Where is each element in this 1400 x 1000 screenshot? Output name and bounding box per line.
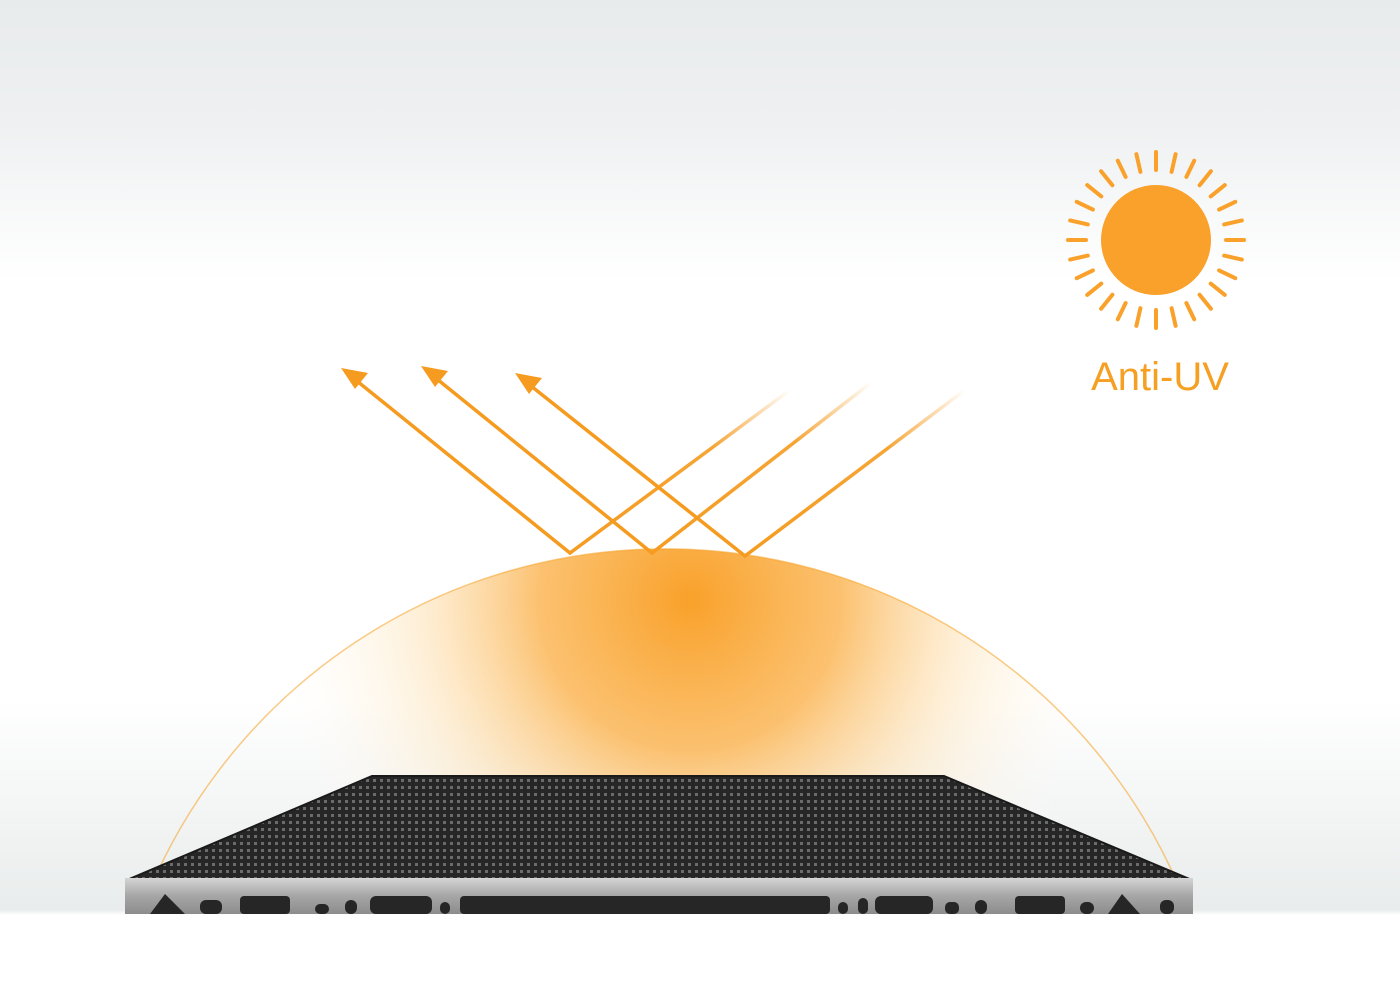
sun-ray — [1115, 301, 1128, 322]
sun-ray — [1068, 218, 1090, 227]
sun-ray — [1085, 281, 1104, 297]
sun-ray — [1184, 158, 1197, 179]
led-panel — [125, 775, 1193, 914]
sun-ray — [1085, 183, 1104, 199]
feature-label: Anti-UV — [1091, 355, 1229, 399]
sun-ray — [1134, 152, 1143, 174]
sun-ray — [1217, 199, 1238, 212]
sun-ray — [1197, 169, 1213, 188]
sun-ray — [1208, 183, 1227, 199]
sun-ray — [1208, 281, 1227, 297]
sun-ray — [1099, 169, 1115, 188]
sun-ray — [1217, 268, 1238, 281]
sun-ray — [1099, 292, 1115, 311]
sun-ray — [1222, 218, 1244, 227]
sun-ray — [1074, 268, 1095, 281]
sun-ray — [1222, 253, 1244, 262]
sun-ray — [1169, 306, 1178, 328]
sun-ray — [1169, 152, 1178, 174]
led-panel-face — [127, 776, 1192, 880]
sun-icon — [1066, 150, 1246, 330]
sun-ray — [1184, 301, 1197, 322]
sun-ray — [1134, 306, 1143, 328]
reflected-ray-arrow-icon — [341, 368, 572, 555]
reflected-ray-arrow-icon — [515, 373, 747, 558]
sun-ray — [1197, 292, 1213, 311]
sun-ray — [1115, 158, 1128, 179]
frame-cutouts — [150, 894, 1174, 914]
sun-ray — [1068, 253, 1090, 262]
sun-ray — [1074, 199, 1095, 212]
reflected-rays — [341, 366, 747, 558]
incoming-uv-rays — [568, 380, 967, 558]
reflected-ray-arrow-icon — [421, 366, 654, 555]
